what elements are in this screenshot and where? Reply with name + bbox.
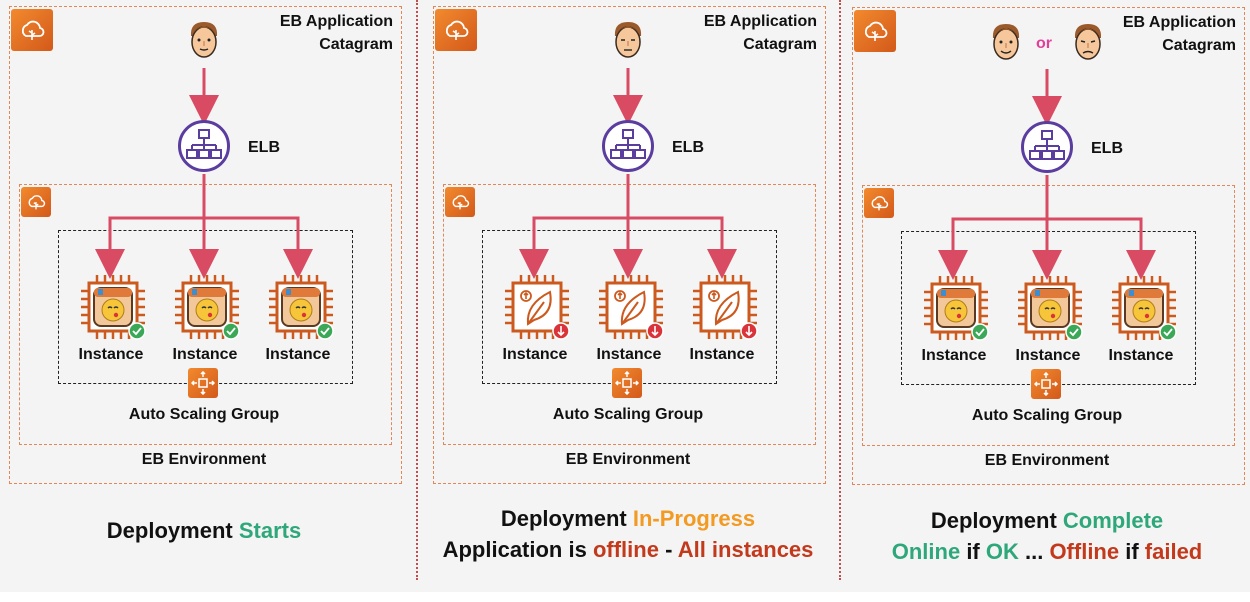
- caption-segment: Complete: [1062, 508, 1164, 533]
- auto-scaling-icon: [1031, 369, 1061, 399]
- caption-segment: Starts: [238, 518, 302, 543]
- caption-segment: Deployment: [930, 508, 1063, 533]
- instance-label: Instance: [921, 347, 987, 364]
- ec2-instance-icon[interactable]: [598, 274, 664, 340]
- panel-separator: [839, 0, 841, 580]
- elastic-beanstalk-icon: [435, 9, 477, 51]
- caption-segment: offline: [592, 537, 659, 562]
- ec2-instance-icon[interactable]: [1111, 275, 1177, 341]
- user-happy-icon: [992, 24, 1020, 60]
- caption-segment: Offline: [1049, 539, 1120, 564]
- caption-line2: Application is offline - All instances: [418, 534, 838, 565]
- caption-line1: Deployment Complete: [837, 505, 1250, 536]
- elastic-beanstalk-environment-icon: [864, 188, 894, 218]
- load-balancer-icon: [178, 120, 230, 172]
- instance-label: Instance: [265, 346, 331, 363]
- load-balancer-icon: [1021, 121, 1073, 173]
- caption-segment: All instances: [677, 537, 814, 562]
- caption-segment: if: [960, 539, 986, 564]
- bottom-strip: [0, 592, 1250, 602]
- caption-segment: Deployment: [106, 518, 239, 543]
- user-icon: [190, 22, 218, 58]
- or-label: or: [1036, 35, 1052, 52]
- ec2-instance-icon[interactable]: [80, 274, 146, 340]
- ec2-instance-icon[interactable]: [504, 274, 570, 340]
- caption-line1: Deployment Starts: [0, 515, 414, 546]
- ec2-instance-icon[interactable]: [268, 274, 334, 340]
- eb-environment-label: EB Environment: [565, 451, 691, 468]
- elb-label: ELB: [248, 139, 280, 156]
- caption-segment: -: [658, 537, 678, 562]
- user-unhappy-icon: [1074, 24, 1102, 60]
- caption-segment: ...: [1018, 539, 1050, 564]
- traffic-arrows: [519, 68, 737, 279]
- ec2-instance-icon[interactable]: [923, 275, 989, 341]
- instance-label: Instance: [1015, 347, 1081, 364]
- eb-application-box: [433, 6, 826, 484]
- user-icon: [614, 22, 642, 58]
- caption-segment: failed: [1144, 539, 1203, 564]
- elastic-beanstalk-icon: [854, 10, 896, 52]
- caption-segment: In-Progress: [632, 506, 756, 531]
- eb-application-box: [852, 7, 1245, 485]
- elb-label: ELB: [1091, 140, 1123, 157]
- auto-scaling-group-label: Auto Scaling Group: [552, 406, 704, 423]
- caption-segment: OK: [985, 539, 1019, 564]
- elastic-beanstalk-environment-icon: [445, 187, 475, 217]
- elastic-beanstalk-environment-icon: [21, 187, 51, 217]
- elb-label: ELB: [672, 139, 704, 156]
- instance-label: Instance: [1108, 347, 1174, 364]
- instance-label: Instance: [596, 346, 662, 363]
- ec2-instance-icon[interactable]: [174, 274, 240, 340]
- caption-line2: Online if OK ... Offline if failed: [837, 536, 1250, 567]
- load-balancer-icon: [602, 120, 654, 172]
- eb-environment-label: EB Environment: [984, 452, 1110, 469]
- instance-label: Instance: [78, 346, 144, 363]
- eb-environment-label: EB Environment: [141, 451, 267, 468]
- caption-segment: if: [1119, 539, 1145, 564]
- caption-segment: Online: [891, 539, 961, 564]
- caption-segment: Application is: [442, 537, 593, 562]
- caption-segment: Deployment: [500, 506, 633, 531]
- deployment-caption: Deployment Starts: [0, 515, 414, 546]
- elastic-beanstalk-icon: [11, 9, 53, 51]
- traffic-arrows: [938, 69, 1156, 280]
- ec2-instance-icon[interactable]: [1017, 275, 1083, 341]
- instance-label: Instance: [172, 346, 238, 363]
- eb-application-box: [9, 6, 402, 484]
- auto-scaling-group-label: Auto Scaling Group: [971, 407, 1123, 424]
- panel-separator: [416, 0, 418, 580]
- instance-label: Instance: [502, 346, 568, 363]
- traffic-arrows: [95, 68, 313, 279]
- instance-label: Instance: [689, 346, 755, 363]
- auto-scaling-icon: [188, 368, 218, 398]
- auto-scaling-icon: [612, 368, 642, 398]
- caption-line1: Deployment In-Progress: [418, 503, 838, 534]
- auto-scaling-group-label: Auto Scaling Group: [128, 406, 280, 423]
- ec2-instance-icon[interactable]: [692, 274, 758, 340]
